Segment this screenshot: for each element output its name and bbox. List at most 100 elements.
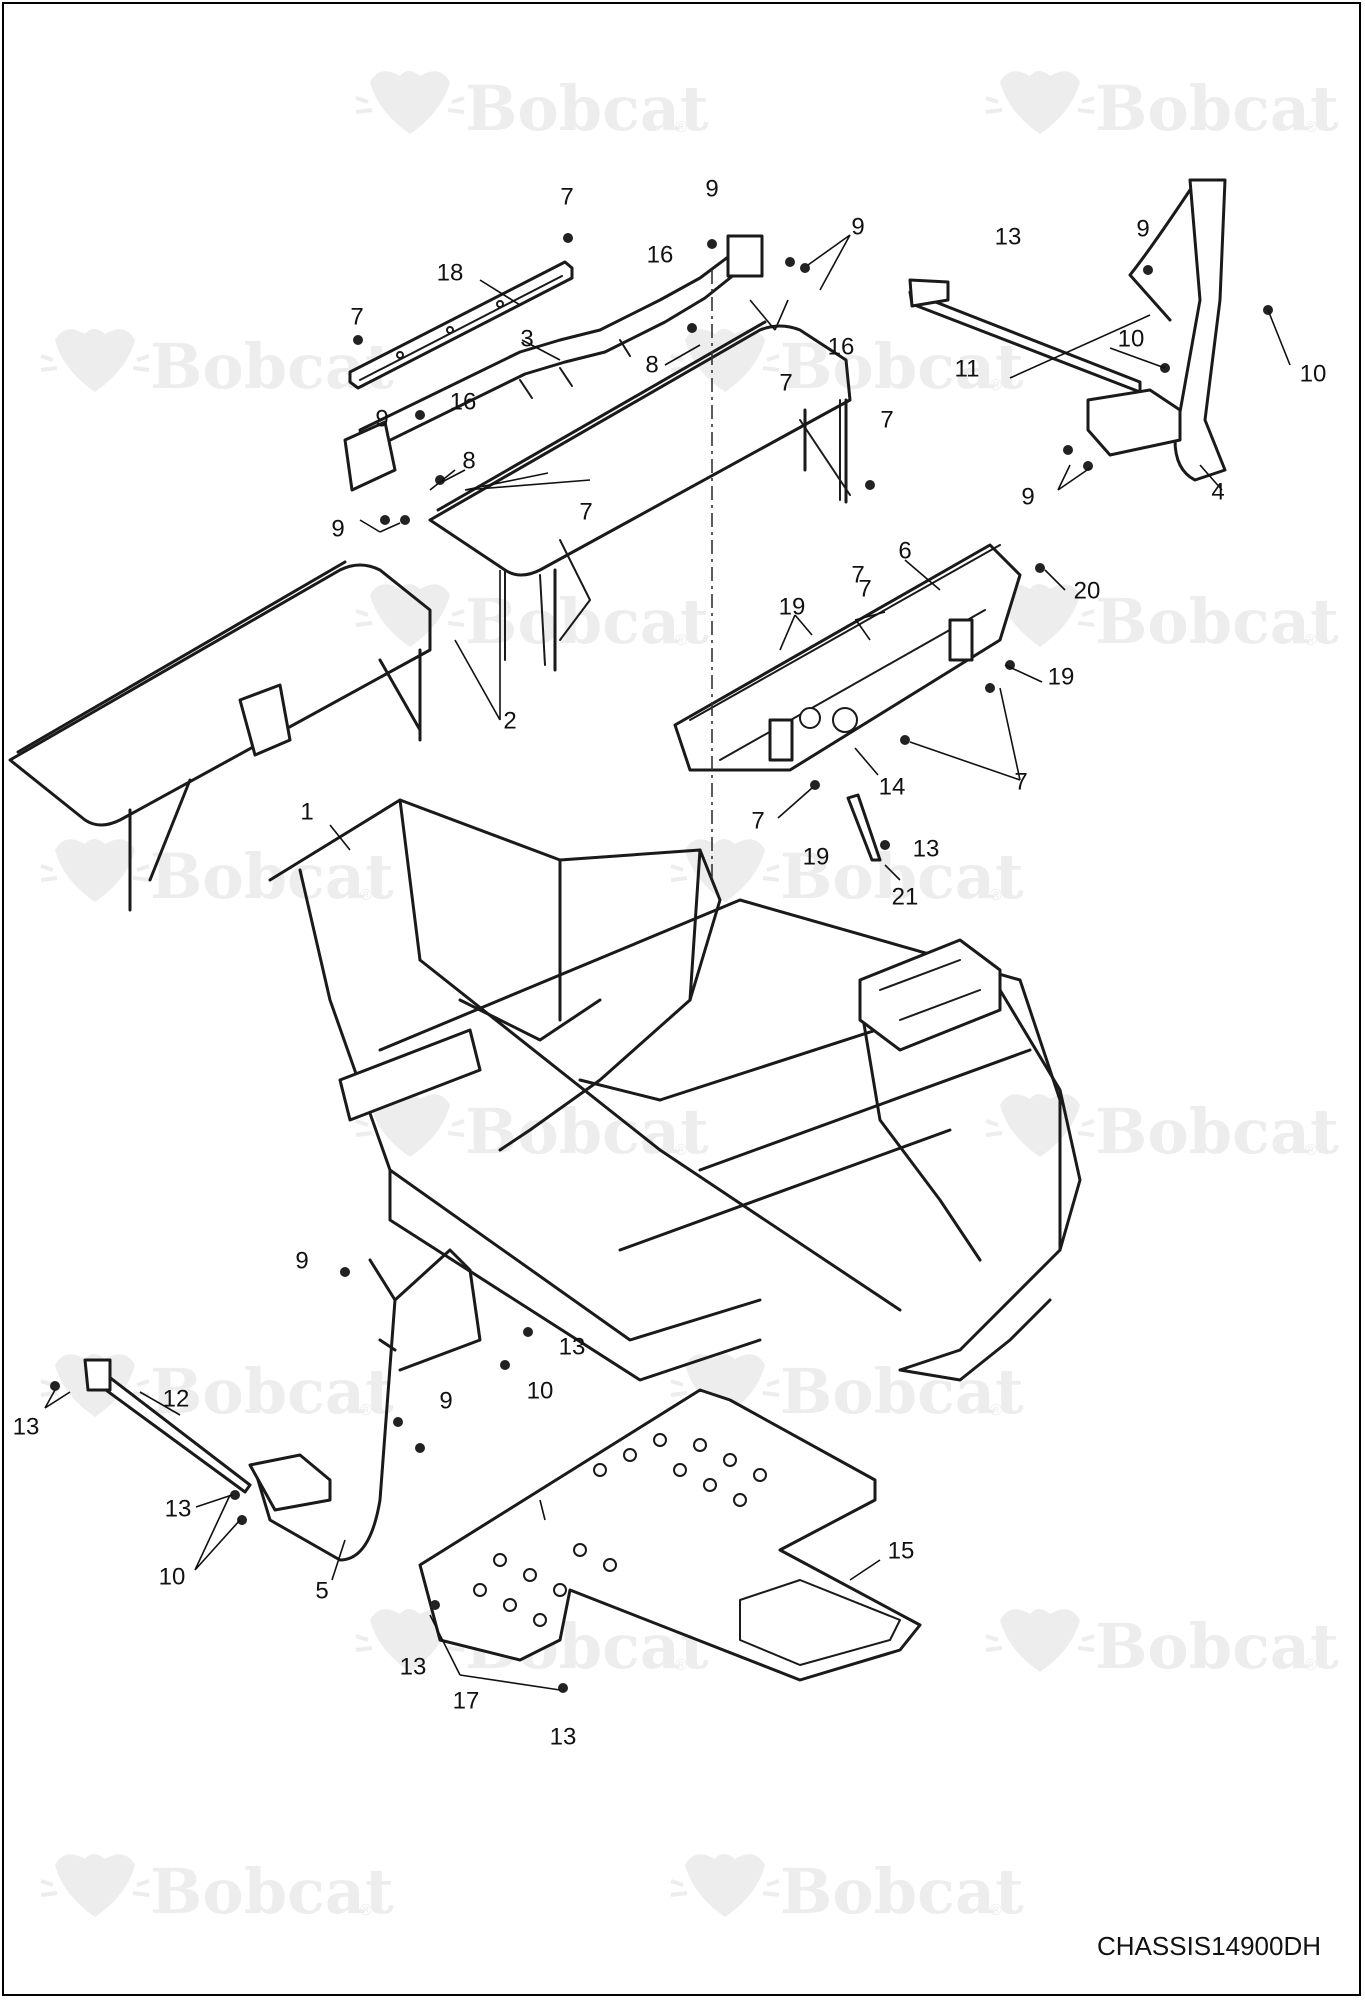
watermark-text-8: Bobcat — [780, 840, 1024, 913]
callout-13e[interactable]: 13 — [165, 1495, 192, 1522]
callout-19a[interactable]: 19 — [779, 593, 806, 620]
watermark-2: Bobcat® — [984, 69, 1339, 145]
svg-text:®: ® — [360, 887, 372, 904]
watermark-text-16: Bobcat — [780, 1855, 1024, 1928]
callout-3[interactable]: 3 — [520, 325, 533, 352]
callout-19c[interactable]: 19 — [803, 843, 830, 870]
callout-15[interactable]: 15 — [888, 1537, 915, 1564]
watermark-9: Bobcat® — [354, 1092, 709, 1168]
part-18-bracket-strip — [348, 260, 574, 390]
callout-10b[interactable]: 10 — [1300, 360, 1327, 387]
part-15-skid-plate — [418, 1388, 922, 1682]
callout-16c[interactable]: 16 — [450, 388, 477, 415]
watermark-text-15: Bobcat — [150, 1855, 394, 1928]
callout-4[interactable]: 4 — [1211, 478, 1224, 505]
svg-text:®: ® — [1305, 1657, 1317, 1674]
callout-7f[interactable]: 7 — [851, 561, 864, 588]
callout-7i[interactable]: 7 — [858, 575, 871, 602]
part-3-upper-rail — [343, 234, 764, 492]
part-2-cargo-frame-lower — [8, 560, 432, 912]
callout-10a[interactable]: 10 — [1118, 325, 1145, 352]
callout-19b[interactable]: 19 — [1048, 663, 1075, 690]
watermark-16: Bobcat® — [669, 1852, 1024, 1928]
callout-9a[interactable]: 9 — [705, 175, 718, 202]
watermark-10: Bobcat® — [984, 1092, 1339, 1168]
part-4-right-upright — [1086, 178, 1227, 482]
callout-8a[interactable]: 8 — [645, 351, 658, 378]
watermark-12: Bobcat® — [669, 1352, 1024, 1428]
callout-16a[interactable]: 16 — [647, 241, 674, 268]
callout-9h[interactable]: 9 — [439, 1387, 452, 1414]
callout-13f[interactable]: 13 — [400, 1653, 427, 1680]
callout-7e[interactable]: 7 — [579, 498, 592, 525]
part-5-left-upright — [248, 1248, 482, 1562]
watermark-3: Bobcat® — [39, 327, 394, 403]
svg-text:®: ® — [990, 1902, 1002, 1919]
hardware-markers — [50, 233, 1273, 1693]
callout-20[interactable]: 20 — [1074, 577, 1101, 604]
callout-10d[interactable]: 10 — [159, 1563, 186, 1590]
callout-13d[interactable]: 13 — [13, 1413, 40, 1440]
svg-text:®: ® — [1305, 632, 1317, 649]
watermark-layer: Bobcat® Bobcat® Bobcat® Bobcat® Bobcat® … — [39, 69, 1339, 1928]
watermark-7: Bobcat® — [39, 837, 394, 913]
part-12-cross-bar — [83, 1358, 252, 1494]
svg-text:®: ® — [675, 1657, 687, 1674]
callout-14[interactable]: 14 — [879, 773, 906, 800]
callout-18[interactable]: 18 — [437, 259, 464, 286]
callouts: 1 2 3 4 5 6 7 7 7 7 7 7 7 7 7 8 8 9 9 9 … — [13, 175, 1327, 1750]
part-6-front-panel — [673, 543, 1022, 772]
part-2-cargo-frame-upper — [428, 320, 852, 672]
callout-13b[interactable]: 13 — [913, 835, 940, 862]
watermark-text-10: Bobcat — [1095, 1095, 1339, 1168]
callout-10c[interactable]: 10 — [527, 1377, 554, 1404]
watermark-8: Bobcat® — [669, 837, 1024, 913]
callout-13g[interactable]: 13 — [550, 1723, 577, 1750]
callout-8b[interactable]: 8 — [462, 447, 475, 474]
callout-1[interactable]: 1 — [300, 798, 313, 825]
callout-9e[interactable]: 9 — [331, 515, 344, 542]
callout-9d[interactable]: 9 — [375, 405, 388, 432]
callout-11[interactable]: 11 — [955, 355, 980, 382]
svg-text:®: ® — [1305, 119, 1317, 136]
leader-lines — [44, 234, 1291, 1691]
callout-2[interactable]: 2 — [503, 707, 516, 734]
watermark-1: Bobcat® — [354, 69, 709, 145]
callout-9g[interactable]: 9 — [295, 1247, 308, 1274]
watermark-text-11: Bobcat — [150, 1355, 394, 1428]
svg-text:®: ® — [990, 1402, 1002, 1419]
watermark-14: Bobcat® — [984, 1607, 1339, 1683]
watermark-text-2: Bobcat — [1095, 72, 1339, 145]
callout-9c[interactable]: 9 — [1136, 215, 1149, 242]
callout-7b[interactable]: 7 — [350, 303, 363, 330]
callout-7d[interactable]: 7 — [880, 406, 893, 433]
callout-5[interactable]: 5 — [315, 1577, 328, 1604]
callout-13a[interactable]: 13 — [995, 223, 1022, 250]
watermark-text-12: Bobcat — [780, 1355, 1024, 1428]
callout-9b[interactable]: 9 — [851, 213, 864, 240]
svg-text:®: ® — [675, 119, 687, 136]
callout-6[interactable]: 6 — [898, 537, 911, 564]
watermark-text-1: Bobcat — [465, 72, 709, 145]
drawing-code: CHASSIS14900DH — [1097, 1931, 1321, 1961]
skid-plate-holes — [473, 1433, 767, 1627]
watermark-text-7: Bobcat — [150, 840, 394, 913]
callout-7g[interactable]: 7 — [1014, 768, 1027, 795]
callout-9f[interactable]: 9 — [1021, 483, 1034, 510]
callout-21[interactable]: 21 — [892, 883, 919, 910]
callout-13c[interactable]: 13 — [559, 1333, 586, 1360]
svg-text:®: ® — [675, 632, 687, 649]
svg-text:®: ® — [990, 377, 1002, 394]
callout-16b[interactable]: 16 — [828, 333, 855, 360]
watermark-5: Bobcat® — [354, 582, 709, 658]
svg-text:®: ® — [1305, 1142, 1317, 1159]
callout-17[interactable]: 17 — [453, 1687, 480, 1714]
callout-7c[interactable]: 7 — [779, 369, 792, 396]
callout-12[interactable]: 12 — [163, 1385, 190, 1412]
callout-7h[interactable]: 7 — [751, 807, 764, 834]
watermark-15: Bobcat® — [39, 1852, 394, 1928]
watermark-6: Bobcat® — [984, 582, 1339, 658]
callout-7a[interactable]: 7 — [560, 183, 573, 210]
